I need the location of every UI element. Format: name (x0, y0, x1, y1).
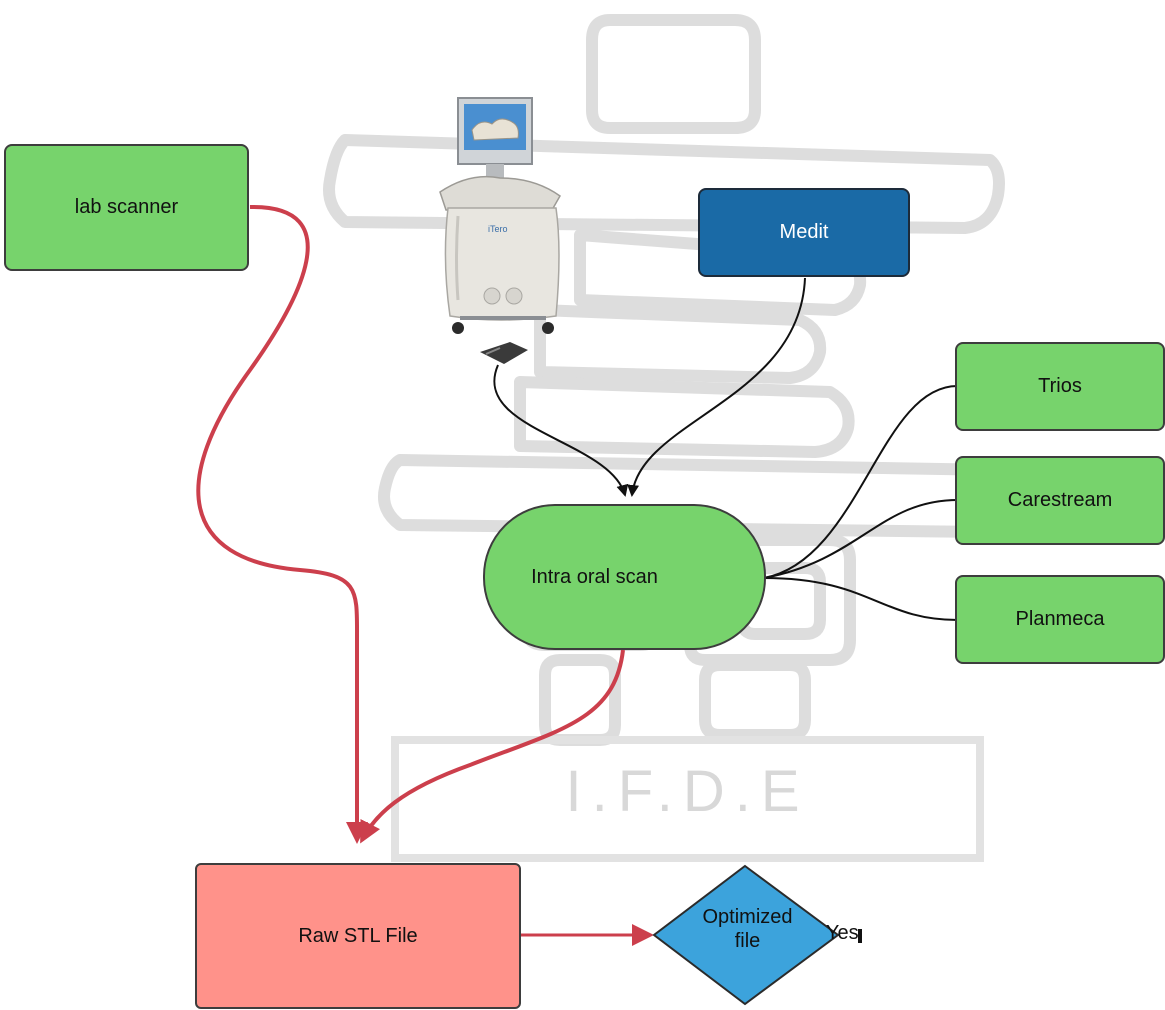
device-brand-label: iTero (488, 224, 508, 234)
connector-itero-to-scan (493, 364, 629, 497)
intra-oral-scan-node[interactable]: Intra oral scan (483, 504, 766, 650)
black-connectors (493, 277, 959, 621)
planmeca-node[interactable]: Planmeca (955, 575, 1165, 664)
planmeca-label: Planmeca (1015, 608, 1105, 630)
medit-node[interactable]: Medit (698, 188, 910, 277)
watermark-frame (391, 736, 984, 862)
raw-stl-file-label: Raw STL File (298, 924, 418, 947)
trios-label: Trios (1038, 375, 1082, 397)
connector-lab-scanner-to-raw-stl (196, 204, 368, 844)
medit-label: Medit (779, 221, 829, 243)
connector-scan-to-carestream (763, 499, 959, 579)
yes-label: Yes (826, 922, 859, 944)
optimized-file-label-line1: Optimized (702, 906, 793, 928)
watermark-text: I.F.D.E (565, 759, 810, 824)
optimized-file-label-line2: file (734, 930, 761, 952)
carestream-node[interactable]: Carestream (955, 456, 1165, 545)
carestream-label: Carestream (1007, 489, 1113, 511)
red-connectors (196, 204, 654, 946)
itero-scanner-image: iTero (439, 97, 561, 364)
intra-oral-scan-label: Intra oral scan (531, 565, 658, 588)
optimized-file-label[interactable]: Optimized file (665, 905, 830, 953)
connector-scan-to-raw-stl (360, 649, 625, 844)
connector-scan-to-trios (763, 384, 959, 579)
yes-marker (858, 929, 862, 943)
lab-scanner-node[interactable]: lab scanner (4, 144, 249, 271)
connector-scan-to-planmeca (763, 577, 959, 621)
raw-stl-file-node[interactable]: Raw STL File (195, 863, 521, 1009)
connector-medit-to-scan (627, 277, 806, 497)
lab-scanner-label: lab scanner (74, 196, 179, 218)
optimized-file-diamond (652, 864, 840, 1006)
trios-node[interactable]: Trios (955, 342, 1165, 431)
